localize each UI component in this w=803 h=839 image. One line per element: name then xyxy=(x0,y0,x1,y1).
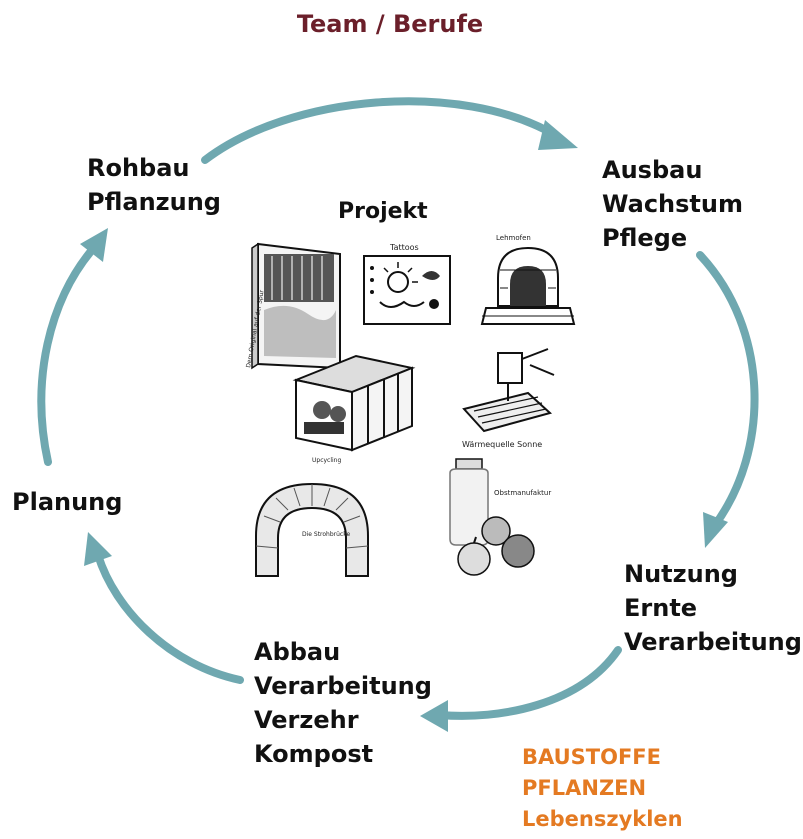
legend-item: Lebenszyklen xyxy=(522,807,683,831)
stage-line: Pflege xyxy=(602,224,688,252)
sketch-upcycling-hut: Upcycling xyxy=(292,354,416,464)
sketch-caption: Wärmequelle Sonne xyxy=(462,440,542,449)
stage-rohbau: Rohbau Pflanzung xyxy=(87,151,221,219)
arrowhead-left-top xyxy=(80,228,108,262)
sketch-caption: Upcycling xyxy=(312,457,341,464)
stage-line: Nutzung xyxy=(624,560,738,588)
arrow-left-top xyxy=(37,246,96,466)
stage-abbau: Abbau Verarbeitung Verzehr Kompost xyxy=(254,635,432,771)
stage-line: Verzehr xyxy=(254,706,359,734)
arrow-top xyxy=(201,97,559,164)
sketch-strohbruecke: Die Strohbrücke xyxy=(255,482,369,577)
sketch-caption: Lehmofen xyxy=(496,234,531,242)
stage-line: Pflanzung xyxy=(87,188,221,216)
stage-ausbau: Ausbau Wachstum Pflege xyxy=(602,153,743,255)
stage-line: Verarbeitung xyxy=(624,628,802,656)
stage-line: Abbau xyxy=(254,638,341,666)
arrowhead-left-bottom xyxy=(84,532,112,566)
stage-line: Verarbeitung xyxy=(254,672,432,700)
arrow-right xyxy=(696,251,759,529)
stage-line: Planung xyxy=(12,488,123,516)
sketch-caption: Obstmanufaktur xyxy=(494,489,551,497)
sketch-caption: Tattoos xyxy=(389,243,419,252)
sketch-obstmanufaktur: Obstmanufaktur xyxy=(449,458,551,576)
stage-line: Rohbau xyxy=(87,154,190,182)
stage-planung: Planung xyxy=(12,485,122,519)
stage-nutzung: Nutzung Ernte Verarbeitung xyxy=(624,557,802,659)
arrowhead-bottom xyxy=(420,700,448,732)
legend: BAUSTOFFE PFLANZEN Lebenszyklen xyxy=(522,742,683,835)
sketch-original-panel: Dem Original auf der Spur xyxy=(245,242,341,370)
stage-line: Ausbau xyxy=(602,156,703,184)
arrowhead-top xyxy=(538,120,578,150)
sketch-lehmofen: Lehmofen xyxy=(480,234,576,325)
sketch-tattoos: Tattoos xyxy=(363,243,451,325)
sketch-waermequelle: Wärmequelle Sonne xyxy=(462,348,555,449)
center-label: Projekt xyxy=(338,199,428,224)
sketch-caption: Die Strohbrücke xyxy=(302,531,350,538)
legend-item: PFLANZEN xyxy=(522,776,647,800)
diagram-title: Team / Berufe xyxy=(296,10,484,38)
arrowhead-right xyxy=(703,512,728,548)
arrow-left-bottom xyxy=(94,551,244,684)
stage-line: Wachstum xyxy=(602,190,743,218)
stage-line: Ernte xyxy=(624,594,698,622)
legend-item: BAUSTOFFE xyxy=(522,745,662,769)
stage-line: Kompost xyxy=(254,740,374,768)
arrow-bottom xyxy=(436,646,622,720)
